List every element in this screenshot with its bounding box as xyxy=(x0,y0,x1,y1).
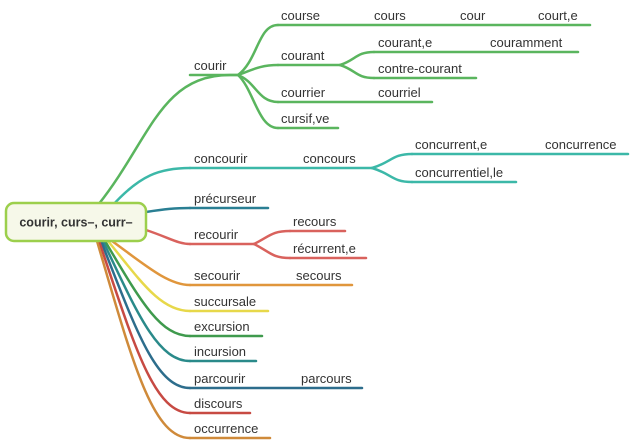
node-concurrence[interactable]: concurrence xyxy=(545,137,617,152)
branch-succursale: succursale xyxy=(106,239,270,313)
node-recourir[interactable]: recourir xyxy=(194,227,239,242)
connector-root-parcourir xyxy=(99,239,192,390)
node-recours[interactable]: recours xyxy=(293,214,337,229)
branch-secourir: secourir secours xyxy=(110,239,354,287)
connector-courir-courrier xyxy=(236,73,280,104)
node-concourir[interactable]: concourir xyxy=(194,151,248,166)
node-succursale[interactable]: succursale xyxy=(194,294,256,309)
node-occurrence[interactable]: occurrence xyxy=(194,421,258,436)
node-concurrentiel[interactable]: concurrentiel,le xyxy=(415,165,503,180)
connector-root-occurrence xyxy=(95,239,192,440)
root-box xyxy=(6,203,146,241)
connector-root-discours xyxy=(97,239,192,415)
node-cursif[interactable]: cursif,ve xyxy=(281,111,329,126)
branch-recourir: recourir recours récurrent,e xyxy=(144,214,368,260)
node-excursion[interactable]: excursion xyxy=(194,319,250,334)
node-secours[interactable]: secours xyxy=(296,268,342,283)
connector-courir-courant xyxy=(236,63,280,77)
node-contre-courant[interactable]: contre-courant xyxy=(378,61,462,76)
connector-root-secourir xyxy=(110,239,192,287)
connector-recourir-recurrent xyxy=(252,242,292,260)
node-courant[interactable]: courant xyxy=(281,48,325,63)
branch-discours: discours xyxy=(97,239,252,415)
node-concours[interactable]: concours xyxy=(303,151,356,166)
connector-root-concourir xyxy=(110,166,192,208)
branch-parcourir: parcourir parcours xyxy=(99,239,364,390)
connector-root-precurseur xyxy=(144,206,192,214)
node-cours[interactable]: cours xyxy=(374,8,406,23)
node-courante[interactable]: courant,e xyxy=(378,35,432,50)
connector-courir-course xyxy=(236,23,280,77)
connector-concours-concurrentiel xyxy=(370,166,414,184)
connector-root-recourir xyxy=(144,228,192,246)
node-concurrent[interactable]: concurrent,e xyxy=(415,137,487,152)
branch-excursion: excursion xyxy=(103,239,264,338)
branch-occurrence: occurrence xyxy=(95,239,272,440)
connector-courant-courante xyxy=(338,50,376,67)
node-court[interactable]: court,e xyxy=(538,8,578,23)
node-courrier[interactable]: courrier xyxy=(281,85,326,100)
connector-recourir-recours xyxy=(252,229,292,246)
connector-root-succursale xyxy=(106,239,192,313)
node-discours[interactable]: discours xyxy=(194,396,243,411)
node-secourir[interactable]: secourir xyxy=(194,268,241,283)
root-border xyxy=(4,201,148,243)
root-node[interactable]: courir, curs–, curr– xyxy=(4,201,148,243)
connector-root-incursion xyxy=(101,239,192,363)
root-label: courir, curs–, curr– xyxy=(19,216,132,230)
branch-concourir: concourir concours concurrent,e concurre… xyxy=(110,137,630,208)
node-courir[interactable]: courir xyxy=(194,58,227,73)
node-course[interactable]: course xyxy=(281,8,320,23)
node-courriel[interactable]: courriel xyxy=(378,85,421,100)
node-cour[interactable]: cour xyxy=(460,8,486,23)
node-parcourir[interactable]: parcourir xyxy=(194,371,246,386)
branch-courir: courir course cours cour court,e courant… xyxy=(96,8,592,207)
node-couramment[interactable]: couramment xyxy=(490,35,563,50)
connector-concours-concurrent xyxy=(370,152,414,170)
node-parcours[interactable]: parcours xyxy=(301,371,352,386)
connector-courir-cursif xyxy=(236,73,280,130)
connector-root-courir xyxy=(96,73,240,207)
branch-incursion: incursion xyxy=(101,239,258,363)
connector-courant-contrecourant xyxy=(338,63,376,80)
node-precurseur[interactable]: précurseur xyxy=(194,191,257,206)
node-recurrent[interactable]: récurrent,e xyxy=(293,241,356,256)
node-incursion[interactable]: incursion xyxy=(194,344,246,359)
connector-root-excursion xyxy=(103,239,192,338)
branch-precurseur: précurseur xyxy=(144,191,270,214)
